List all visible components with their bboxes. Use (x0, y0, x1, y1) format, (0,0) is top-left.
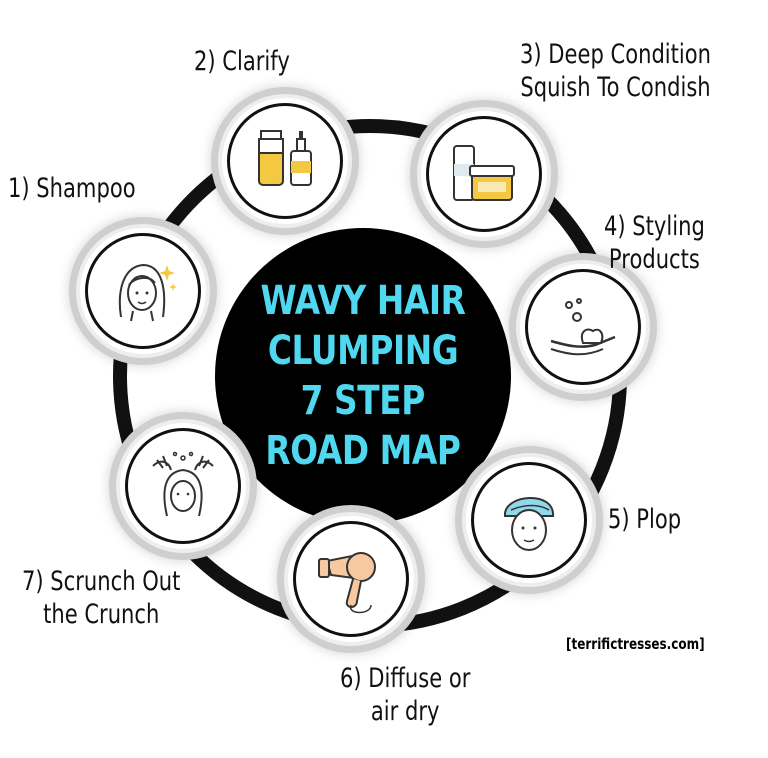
hands-scrunching-hair-icon (152, 451, 214, 517)
step-5-label: 5) Plop (608, 503, 681, 536)
title-line-3: 7 STEP (300, 378, 426, 424)
source-credit: [terrifictresses.com] (566, 635, 705, 653)
step-3-label-line-1: 3) Deep Condition (520, 39, 712, 70)
step-6-node (288, 516, 414, 642)
towel-wrapped-head-icon (503, 497, 555, 551)
center-title: WAVY HAIR CLUMPING 7 STEP ROAD MAP (215, 228, 511, 524)
title-line-2: CLUMPING (267, 328, 459, 374)
step-4-node (520, 264, 646, 390)
step-2-label-line-1: 2) Clarify (194, 46, 290, 77)
step-5-node (466, 457, 592, 583)
step-1-label: 1) Shampoo (8, 172, 136, 205)
step-3-label-line-2: Squish To Condish (520, 72, 711, 103)
step-6-label: 6) Diffuse or air dry (340, 662, 470, 728)
hand-with-foam-icon (550, 298, 616, 356)
step-6-label-line-1: 6) Diffuse or (340, 663, 471, 694)
title-line-4: ROAD MAP (265, 428, 461, 474)
step-2-label: 2) Clarify (194, 45, 290, 78)
step-5-label-line-1: 5) Plop (608, 504, 682, 535)
step-4-label-line-1: 4) Styling (604, 211, 705, 242)
conditioner-jar-icon (453, 145, 515, 201)
bottles-icon (258, 130, 312, 186)
step-4-label: 4) Styling Products (604, 210, 705, 276)
step-1-label-line-1: 1) Shampoo (8, 173, 136, 204)
step-4-label-line-2: Products (608, 244, 700, 275)
step-7-node (120, 423, 246, 549)
step-7-label-line-2: the Crunch (43, 599, 160, 630)
hair-dryer-icon (318, 552, 376, 614)
step-7-label-line-1: 7) Scrunch Out (22, 566, 181, 597)
step-6-label-line-2: air dry (370, 696, 440, 727)
step-3-label: 3) Deep Condition Squish To Condish (520, 38, 711, 104)
title-line-1: WAVY HAIR (260, 278, 466, 324)
woman-face-sparkle-icon (118, 263, 177, 322)
step-1-node (80, 228, 206, 354)
step-7-label: 7) Scrunch Out the Crunch (22, 565, 180, 631)
step-3-node (421, 111, 547, 237)
step-2-node (222, 98, 348, 224)
